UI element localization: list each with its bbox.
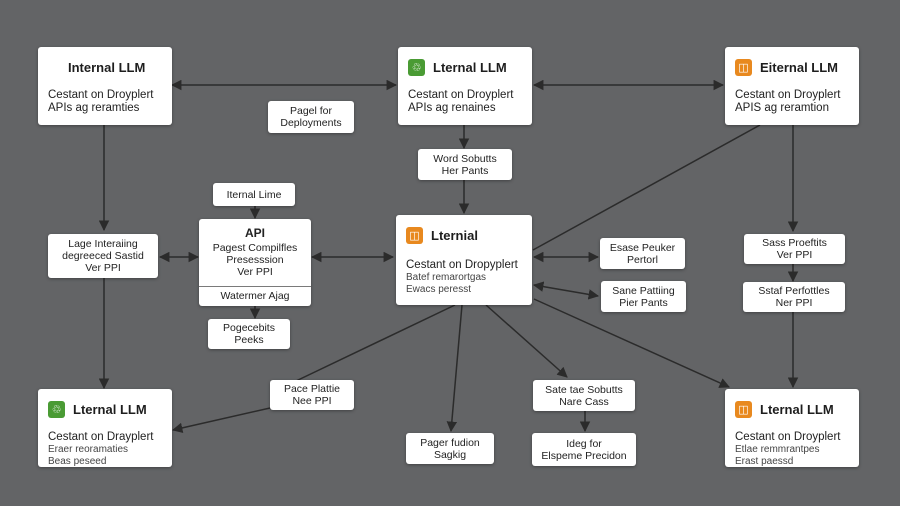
box-line: degreeced Sastid [62, 250, 144, 262]
edge-pace-to-literal-bl [171, 407, 271, 434]
box-line: Nare Cass [559, 395, 609, 408]
card-line: Erast paessd [735, 456, 794, 467]
card-title: Eiternal LLM [760, 59, 839, 75]
word-solutions-box[interactable]: Word Sobutts Her Pants [418, 149, 512, 180]
card-title: Lternal LLM [433, 59, 507, 75]
box-line: Pogecebits [223, 322, 275, 334]
lage-internal-box[interactable]: Lage Interaiing degreeced Sastid Ver PPI [48, 234, 158, 278]
box-line: Word Sobutts [433, 152, 497, 165]
card-title: Lternal LLM [73, 401, 147, 417]
edge-lternial-to-sate [485, 304, 568, 378]
sass-prodtifts-box[interactable]: Sass Proeftits Ver PPI [744, 234, 845, 264]
sane-patting-box[interactable]: Sane Pattiing Pier Pants [601, 281, 686, 312]
box-line: Ver PPI [85, 262, 121, 274]
box-line: Pace Plattie [283, 383, 341, 395]
api-line: Pagest Compilfles [212, 242, 298, 254]
box-line: Nee PPI [292, 395, 332, 407]
card-line: Eraer reoramaties [48, 444, 129, 455]
edge-eternal-diag-to-lternial [532, 124, 761, 251]
box-line: Iternal Lime [226, 188, 282, 201]
box-line: Peeks [234, 334, 264, 346]
card-title: Internal LLM [68, 59, 146, 75]
eternal-llm-top-card[interactable]: ◫ Eiternal LLM Cestant on Droyplert APIS… [725, 47, 859, 125]
edge-lternial-to-pace [295, 304, 456, 382]
box-line: Sane Pattiing [612, 284, 675, 297]
api-line: Ver PPI [237, 266, 273, 278]
box-icon: ◫ [406, 226, 423, 244]
box-line: Lage Interaiing [68, 238, 138, 250]
recycle-icon: ♲ [48, 400, 65, 418]
card-line: Beas peseed [48, 456, 107, 467]
card-line: Cestant on Droyplert [735, 431, 841, 443]
literal-llm-top-card[interactable]: ♲ Lternal LLM Cestant on Droyplert APIs … [398, 47, 532, 125]
internal-llm-top-card[interactable]: Internal LLM Cestant on Droyplert APIs a… [38, 47, 172, 125]
api-card[interactable]: API Pagest Compilfles Presesssion Ver PP… [199, 219, 311, 306]
box-line: Sass Proeftits [762, 237, 827, 249]
pagel-deployments-box[interactable]: Pagel for Deployments [268, 101, 354, 133]
card-title: Lternial [431, 227, 478, 243]
card-line: Ewacs peresst [406, 284, 472, 295]
sstaf-perfottles-box[interactable]: Sstaf Perfottles Ner PPI [743, 282, 845, 312]
box-line: Sstaf Perfottles [758, 285, 830, 297]
box-line: Pagel for [289, 105, 333, 117]
api-footer: Watermer Ajag [199, 286, 311, 306]
card-line: Cestant on Dropyplert [406, 259, 518, 271]
card-line: Etlae remmrantpes [735, 444, 820, 455]
box-line: Pager fudion [420, 436, 480, 449]
box-line: Esase Peuker [609, 241, 676, 254]
esase-peuker-box[interactable]: Esase Peuker Pertorl [600, 238, 685, 269]
box-line: Deployments [280, 117, 342, 129]
lternial-center-card[interactable]: ◫ Lternial Cestant on Dropyplert Batef r… [396, 215, 532, 305]
card-line: Batef remarortgas [406, 272, 487, 283]
box-line: Ideg for [566, 437, 602, 450]
card-line: APIs ag renaines [408, 102, 496, 114]
sate-solutts-box[interactable]: Sate tae Sobutts Nare Cass [533, 380, 635, 411]
card-line: Cestant on Droyplert [48, 89, 154, 101]
box-icon: ◫ [735, 400, 752, 418]
api-title: API [244, 226, 265, 240]
api-line: Presesssion [226, 254, 284, 266]
box-line: Pertorl [627, 253, 658, 266]
box-line: Sagkig [433, 448, 467, 461]
recycle-icon: ♲ [408, 58, 425, 76]
literal-llm-bottom-left-card[interactable]: ♲ Lternal LLM Cestant on Drayplert Eraer… [38, 389, 172, 467]
card-line: Cestant on Droyplert [735, 89, 841, 101]
edge-lternial-to-pager [446, 304, 463, 433]
box-line: Ner PPI [775, 297, 813, 309]
box-line: Pier Pants [619, 296, 668, 309]
edge-lternial-to-sane [532, 281, 600, 300]
box-line: Ver PPI [776, 249, 813, 261]
edge-lternial-to-internal-br [533, 298, 730, 388]
box-line: Her Pants [441, 164, 489, 177]
internal-llm-bottom-right-card[interactable]: ◫ Lternal LLM Cestant on Droyplert Etlae… [725, 389, 859, 467]
card-title: Lternal LLM [760, 401, 834, 417]
pager-fudion-box[interactable]: Pager fudion Sagkig [406, 433, 494, 464]
box-line: Elspeme Precidon [541, 449, 627, 462]
pogecebits-box[interactable]: Pogecebits Peeks [208, 319, 290, 349]
box-icon: ◫ [735, 58, 752, 76]
card-line: Cestant on Droyplert [408, 89, 514, 101]
card-line: Cestant on Drayplert [48, 431, 154, 443]
ideg-precision-box[interactable]: Ideg for Elspeme Precidon [532, 433, 636, 466]
internal-lime-box[interactable]: Iternal Lime [213, 183, 295, 206]
card-line: APIs ag reramties [48, 102, 140, 114]
pace-plattie-box[interactable]: Pace Plattie Nee PPI [270, 380, 354, 410]
card-line: APIS ag reramtion [735, 102, 829, 114]
box-line: Sate tae Sobutts [545, 383, 623, 396]
